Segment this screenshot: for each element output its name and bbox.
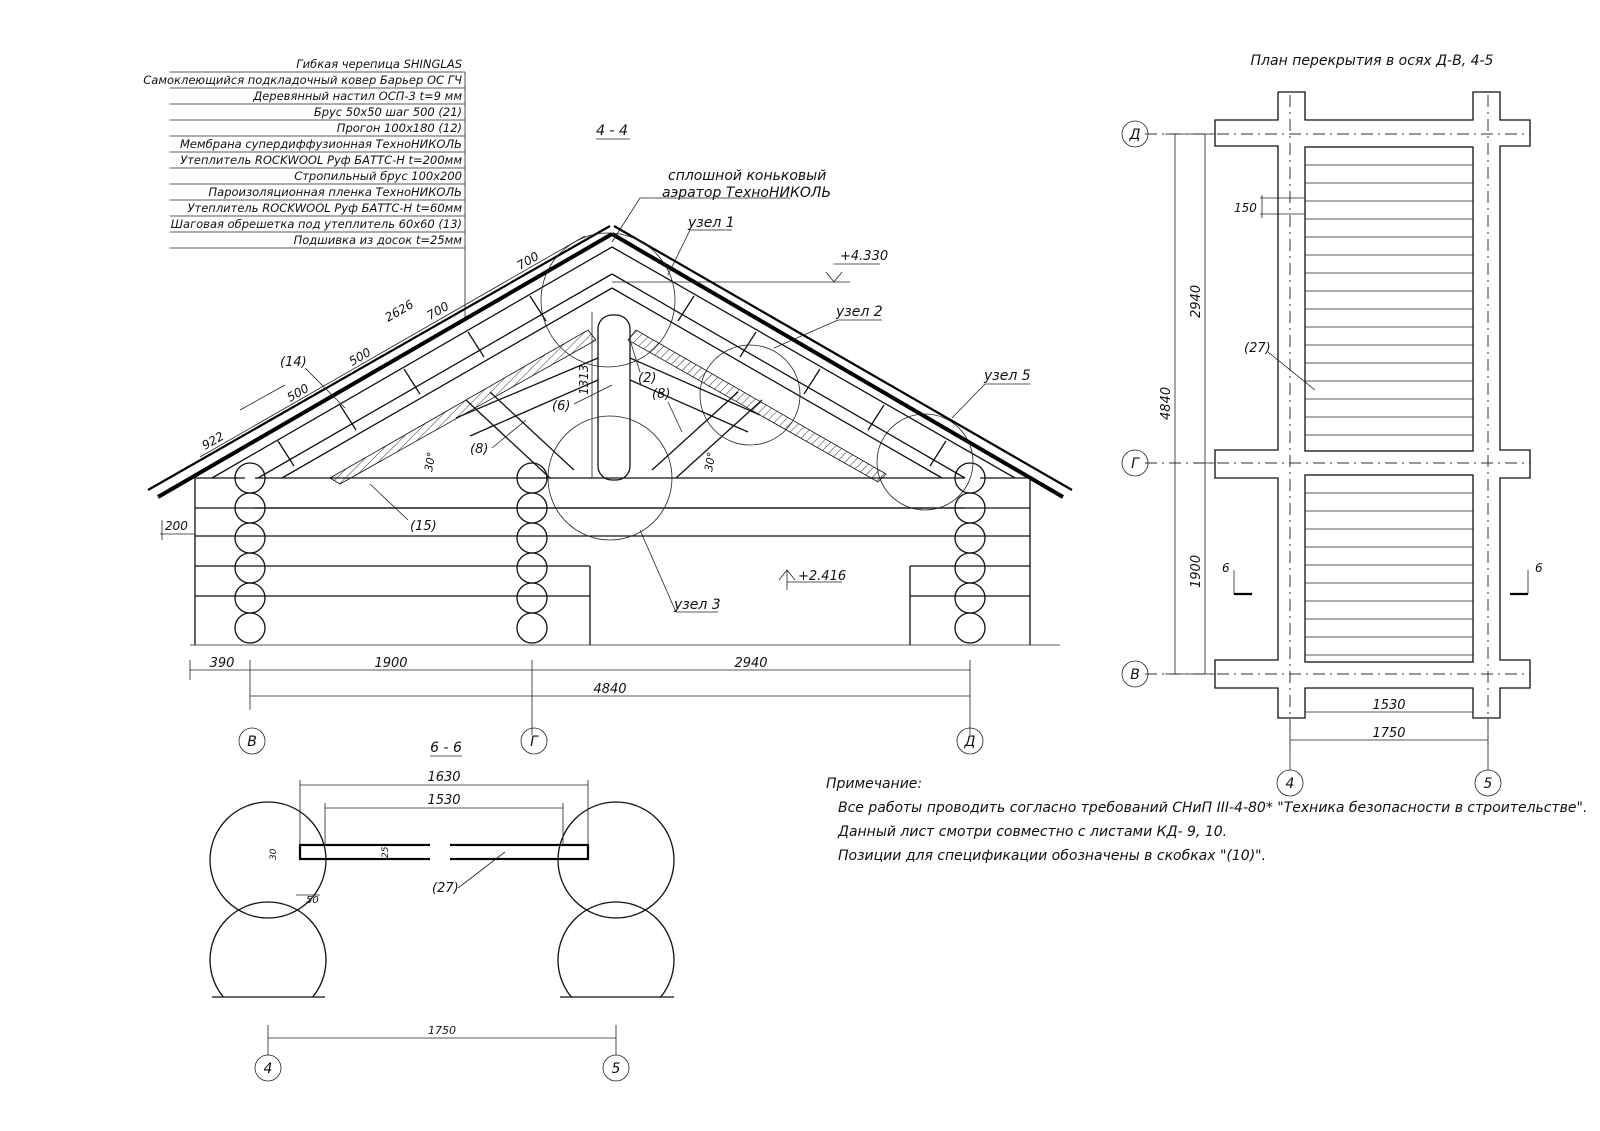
s66-dim-30: 30	[269, 848, 279, 860]
s66-axis-4: 4	[264, 1061, 273, 1077]
plan-axis-v: В	[1130, 667, 1140, 683]
axis-g-bottom: Г	[530, 734, 539, 750]
dim-4840: 4840	[593, 682, 626, 697]
layer-legend: Гибкая черепица SHINGLAS Самоклеющийся п…	[143, 57, 466, 318]
dim-1313: 1313	[577, 364, 591, 395]
layer-3: Брус 50х50 шаг 500 (21)	[314, 105, 462, 119]
notes-line-2: Данный лист смотри совместно с листами К…	[838, 824, 1228, 840]
plan-axis-g: Г	[1131, 456, 1140, 472]
angle-left: 30°	[422, 451, 438, 472]
section-4-4: 4 - 4	[147, 123, 1073, 755]
pos-8-left: (8)	[470, 442, 488, 457]
layer-8: Пароизоляционная пленка ТехноНИКОЛЬ	[209, 185, 463, 199]
pos-14: (14)	[280, 355, 307, 370]
notes-line-3: Позиции для спецификации обозначены в ск…	[838, 848, 1267, 864]
angle-right: 30°	[702, 451, 718, 472]
plan-axis-5: 5	[1484, 776, 1493, 792]
s66-dim-50: 50	[306, 895, 319, 906]
layer-2: Деревянный настил ОСП-3 t=9 мм	[252, 89, 462, 103]
dim-922: 922	[200, 429, 227, 453]
axis-d-bottom: Д	[964, 734, 976, 750]
level-top-mark: +4.330	[840, 249, 888, 264]
plan-title: План перекрытия в осях Д-В, 4-5	[1251, 53, 1494, 69]
pos-2: (2)	[638, 371, 656, 386]
pos-8-right: (8)	[652, 387, 670, 402]
s66-dim-25: 25	[381, 846, 391, 858]
node-5-label: узел 5	[983, 368, 1031, 384]
plan-cut-left: 6	[1222, 561, 1230, 575]
plan-dim-1530: 1530	[1372, 698, 1405, 713]
s66-dim-1750: 1750	[428, 1024, 456, 1037]
s66-axis-5: 5	[612, 1061, 621, 1077]
plan-dim-1900: 1900	[1189, 555, 1204, 588]
notes-title: Примечание:	[826, 776, 923, 792]
section-6-6: 6 - 6 1630 1530 30 25 50 (27) 1750	[205, 740, 683, 1082]
aerator-label-1: сплошной коньковый	[668, 168, 826, 184]
node-2-label: узел 2	[835, 304, 883, 320]
s66-pos-27: (27)	[432, 881, 459, 896]
plan-cut-right: 6	[1535, 561, 1543, 575]
layer-1: Самоклеющийся подкладочный ковер Барьер …	[143, 73, 462, 87]
plan-dim-150: 150	[1234, 201, 1257, 215]
plan-axis-d: Д	[1129, 127, 1141, 143]
layer-0: Гибкая черепица SHINGLAS	[296, 57, 462, 71]
layer-11: Подшивка из досок t=25мм	[294, 233, 463, 247]
dim-2626: 2626	[383, 297, 417, 325]
s66-dim-1530: 1530	[427, 793, 460, 808]
level-mid-mark: +2.416	[798, 569, 846, 584]
node-3-label: узел 3	[673, 597, 721, 613]
layer-7: Стропильный брус 100х200	[294, 169, 462, 183]
pos-15: (15)	[410, 519, 437, 534]
pos-6: (6)	[552, 399, 570, 414]
dim-2940: 2940	[734, 656, 767, 671]
notes-line-1: Все работы проводить согласно требований…	[838, 800, 1588, 816]
dim-390: 390	[210, 656, 235, 671]
plan-dim-4840: 4840	[1159, 387, 1174, 420]
section-6-6-title: 6 - 6	[430, 740, 462, 756]
axis-v-bottom: В	[247, 734, 257, 750]
layer-9: Утеплитель ROCKWOOL Руф БАТТС-Н t=60мм	[188, 201, 463, 215]
layer-10: Шаговая обрешетка под утеплитель 60х60 (…	[171, 217, 462, 231]
plan-dim-2940: 2940	[1189, 285, 1204, 318]
layer-6: Утеплитель ROCKWOOL Руф БАТТС-Н t=200мм	[180, 153, 462, 167]
plan-pos-27: (27)	[1244, 341, 1271, 356]
node-1-label: узел 1	[687, 215, 735, 231]
layer-4: Прогон 100х180 (12)	[337, 121, 462, 135]
plan-axis-4: 4	[1286, 776, 1295, 792]
layer-5: Мембрана супердиффузионная ТехноНИКОЛЬ	[180, 137, 462, 151]
plan-dim-1750: 1750	[1372, 726, 1405, 741]
dim-1900: 1900	[374, 656, 407, 671]
dim-200: 200	[165, 519, 188, 533]
floor-plan: План перекрытия в осях Д-В, 4-5	[1121, 53, 1543, 797]
aerator-label-2: аэратор ТехноНИКОЛЬ	[662, 185, 831, 201]
s66-dim-1630: 1630	[427, 770, 460, 785]
section-4-4-title: 4 - 4	[596, 123, 628, 139]
